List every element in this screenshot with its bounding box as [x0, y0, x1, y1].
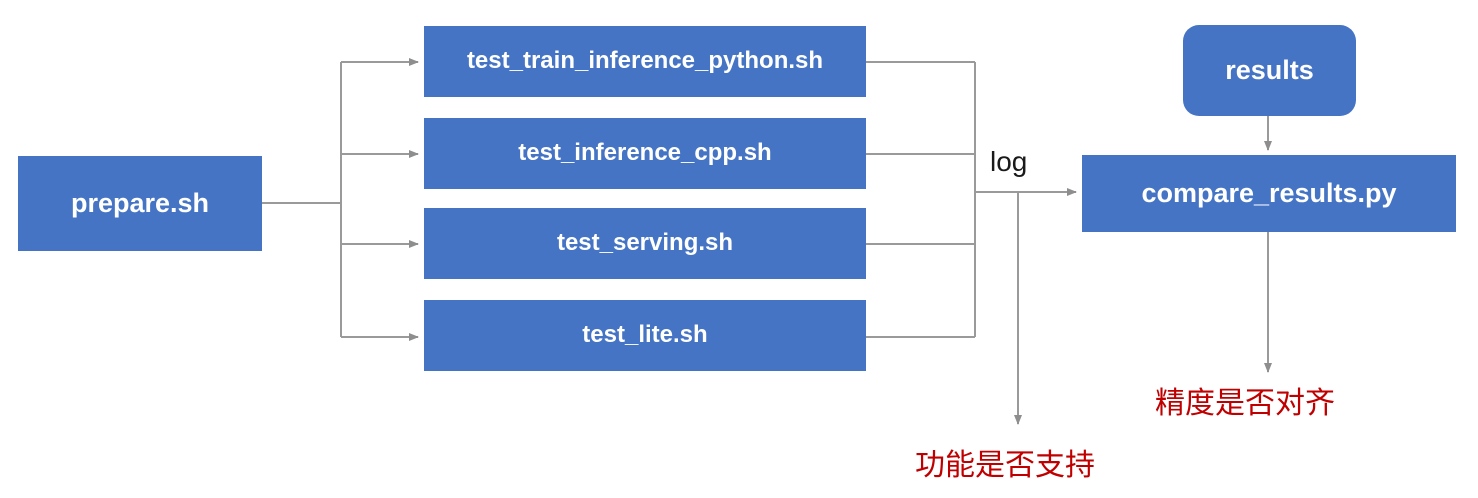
node-test-serving-sh[interactable]: test_serving.sh — [424, 208, 866, 279]
edge-label-log: log — [990, 146, 1028, 177]
node-compare-results-py[interactable]: compare_results.py — [1082, 155, 1456, 232]
node-test-train-inference-python-sh[interactable]: test_train_inference_python.sh — [424, 26, 866, 97]
node-results[interactable]: results — [1183, 25, 1356, 116]
node-test-lite-sh[interactable]: test_lite.sh — [424, 300, 866, 371]
node-test-inference-cpp-sh[interactable]: test_inference_cpp.sh — [424, 118, 866, 189]
note-feature-supported: 功能是否支持 — [915, 449, 1095, 482]
note-precision-aligned: 精度是否对齐 — [1155, 387, 1335, 420]
node-prepare-sh[interactable]: prepare.sh — [18, 156, 262, 251]
